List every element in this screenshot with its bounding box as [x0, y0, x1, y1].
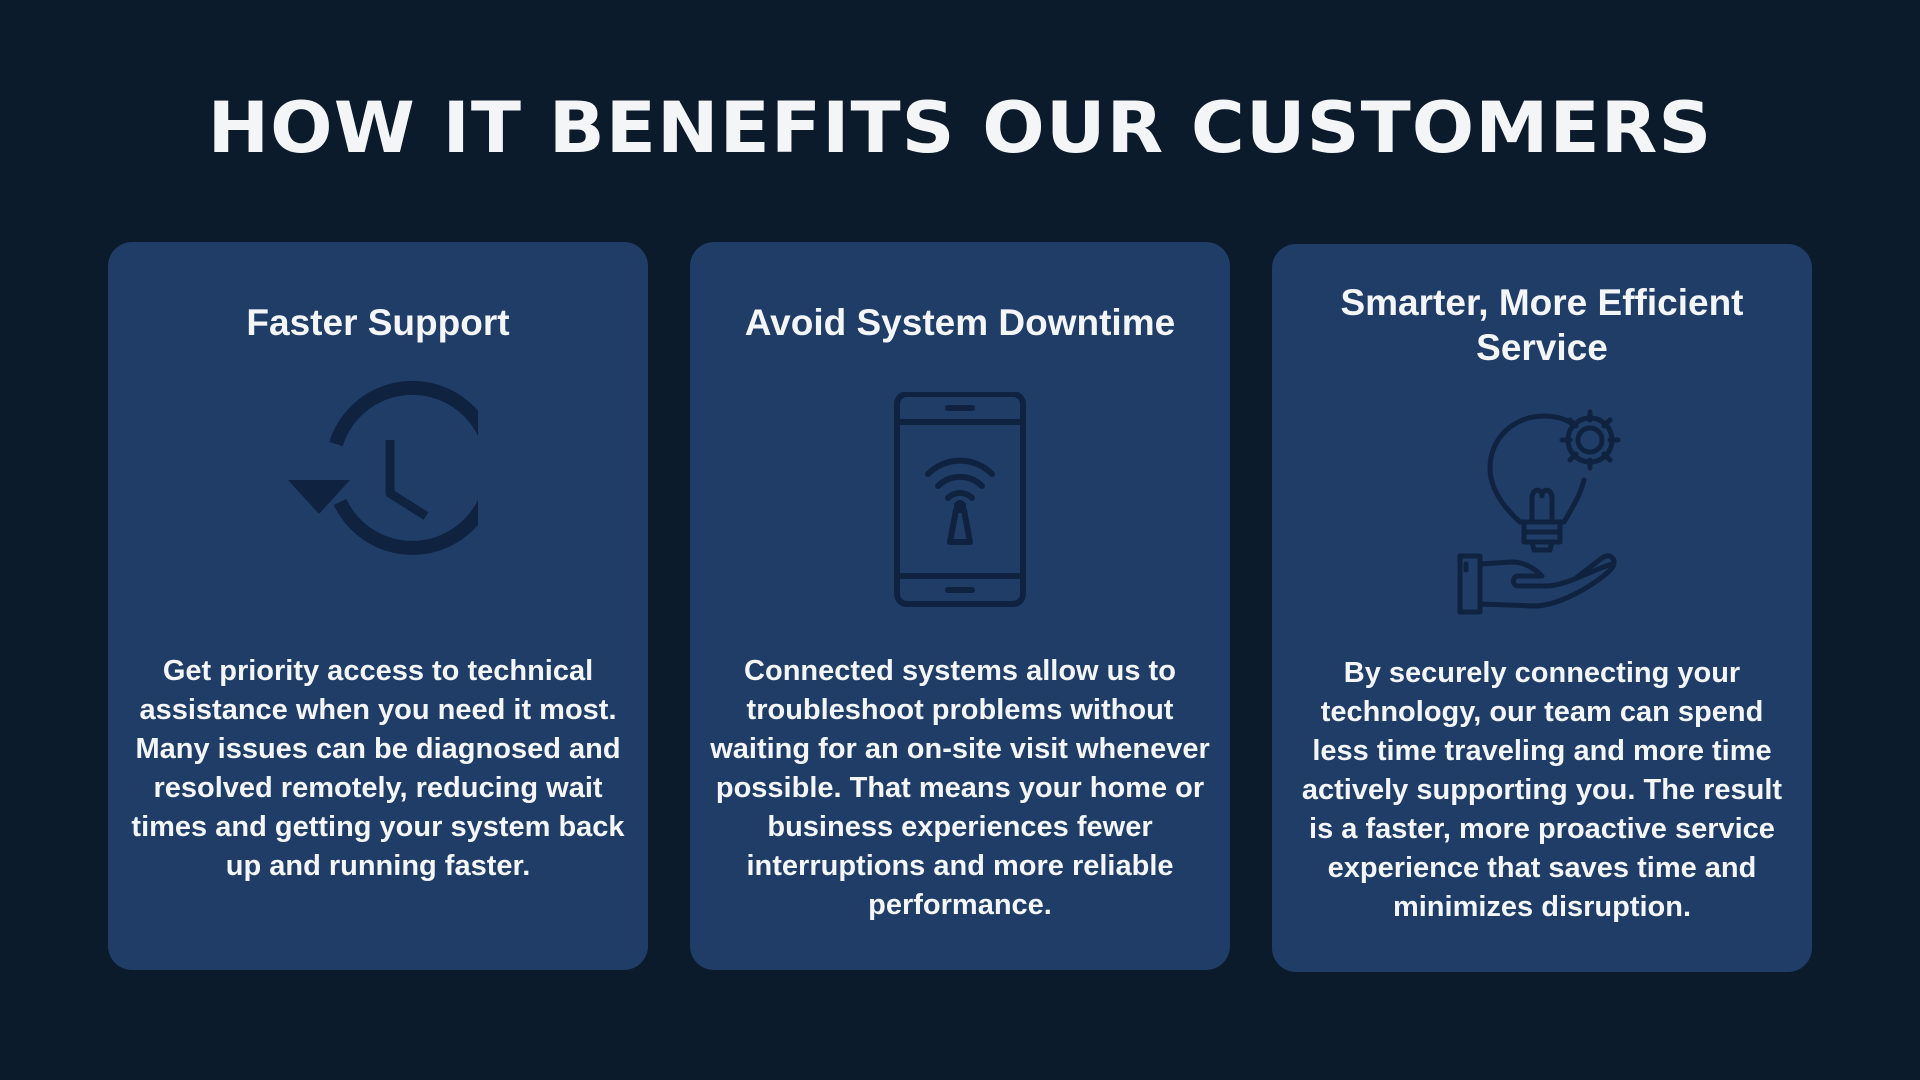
smartphone-signal-icon [860, 392, 1060, 612]
hand-lightbulb-gear-icon [1442, 404, 1642, 624]
card-title: Smarter, More Efficient Service [1340, 282, 1744, 368]
card-title: Avoid System Downtime [744, 302, 1176, 343]
benefit-card-efficient-service: Smarter, More Efficient Service [1272, 244, 1812, 972]
page-title: HOW IT BENEFITS OUR CUSTOMERS [207, 87, 1713, 169]
history-clock-icon [278, 362, 478, 582]
card-body: Get priority access to technical assista… [131, 655, 625, 882]
benefit-card-faster-support: Faster Support Get priority access to te… [108, 242, 648, 970]
card-title: Faster Support [246, 302, 510, 343]
card-body: By securely connecting your technology, … [1301, 657, 1783, 923]
benefit-card-avoid-downtime: Avoid System Downtime Connected systems … [690, 242, 1230, 970]
card-body: Connected systems allow us to troublesho… [710, 655, 1210, 921]
